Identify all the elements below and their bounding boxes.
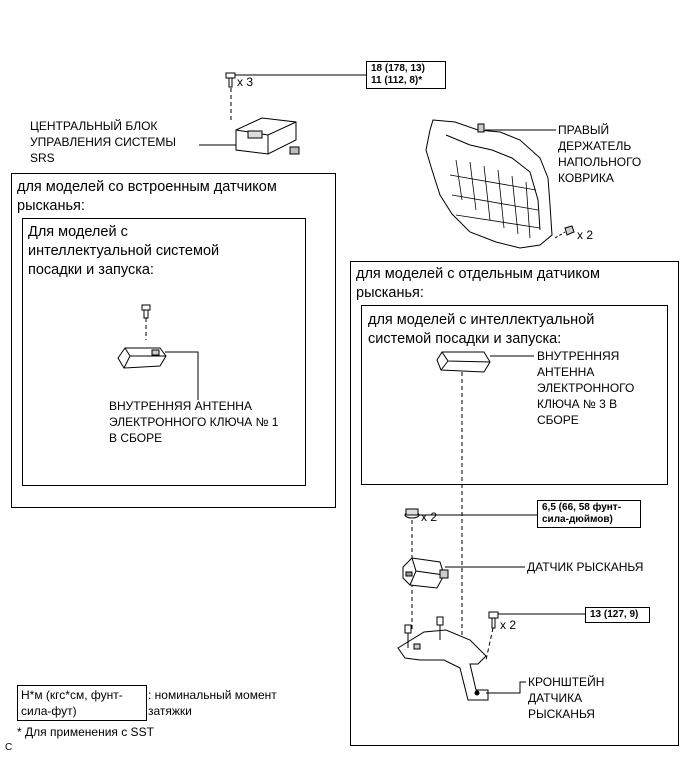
yaw-sensor-label: ДАТЧИК РЫСКАНЬЯ [527, 560, 644, 574]
torque-nuts-line1: 6,5 (66, 58 фунт- [542, 502, 622, 513]
antenna-3-label-line4: КЛЮЧА № 3 В [537, 397, 618, 411]
torque-spec-bracket: 13 (127, 9) [585, 607, 650, 623]
torque-nuts-line2: сила-дюймов) [542, 514, 613, 525]
smart-key-left-heading-line1: Для моделей с [28, 224, 128, 240]
torque-spec-top: 18 (178, 13) 11 (112, 8)* [366, 61, 446, 89]
box-smart-key-right-heading: для моделей с интеллектуальной системой … [368, 311, 594, 349]
antenna-3-icon [436, 351, 491, 373]
holder-label-line2: ДЕРЖАТЕЛЬ [558, 139, 632, 153]
nut-quantity: x 2 [421, 510, 438, 524]
legend-unit-line1: Н*м (кгс*см, фунт- [21, 688, 123, 702]
holder-label-line4: КОВРИКА [558, 171, 614, 185]
box-smart-key-left-heading: Для моделей с интеллектуальной системой … [28, 223, 219, 280]
separate-heading-line1: для моделей с отдельным датчиком [356, 266, 600, 282]
smart-key-left-heading-line3: посадки и запуска: [28, 262, 154, 278]
bracket-label-line3: РЫСКАНЬЯ [528, 707, 595, 721]
bracket-icon [397, 616, 489, 701]
box-integrated-heading: для моделей со встроенным датчиком рыска… [17, 178, 277, 216]
antenna-3-label-line1: ВНУТРЕННЯЯ [537, 349, 620, 363]
torque-top-line2: 11 (112, 8)* [371, 75, 423, 86]
clip-icon [564, 225, 575, 236]
corner-mark: C [5, 742, 13, 753]
smart-key-right-heading-line2: системой посадки и запуска: [368, 331, 562, 347]
antenna-1-label-line3: В СБОРЕ [109, 431, 163, 445]
leader-antenna-1 [165, 351, 199, 400]
antenna-1-label-line1: ВНУТРЕННЯЯ АНТЕННА [109, 399, 252, 413]
legend-description: : номинальный момент затяжки [148, 687, 277, 719]
bracket-label: КРОНШТЕЙН ДАТЧИКА РЫСКАНЬЯ [528, 674, 604, 722]
antenna-3-label-line3: ЭЛЕКТРОННОГО [537, 381, 635, 395]
box-separate-heading: для моделей с отдельным датчиком рыскань… [356, 265, 600, 303]
bracket-label-line2: ДАТЧИКА [528, 691, 583, 705]
holder-label-line3: НАПОЛЬНОГО [558, 155, 642, 169]
torque-top-line1: 18 (178, 13) [371, 63, 425, 74]
top-bolt-icon [225, 72, 236, 88]
box-smart-key-left [22, 218, 306, 486]
sst-note: * Для применения с SST [17, 725, 154, 739]
leader-bracket [486, 681, 526, 694]
srs-label-line2: УПРАВЛЕНИЯ СИСТЕМЫ [30, 135, 177, 149]
legend-unit-box: Н*м (кгс*см, фунт- сила-фут) [17, 685, 147, 721]
legend-desc-line1: : номинальный момент [148, 688, 277, 702]
floor-mat-holder-icon [425, 119, 553, 249]
antenna-1-label-line2: ЭЛЕКТРОННОГО КЛЮЧА № 1 [109, 415, 279, 429]
integrated-heading-line1: для моделей со встроенным датчиком [17, 179, 277, 195]
antenna-3-label-line5: СБОРЕ [537, 413, 579, 427]
smart-key-left-heading-line2: интеллектуальной системой [28, 243, 220, 259]
bracket-bolt-icon [488, 611, 499, 629]
box-separate-yaw-sensor [350, 261, 679, 746]
srs-unit-label: ЦЕНТРАЛЬНЫЙ БЛОК УПРАВЛЕНИЯ СИСТЕМЫ SRS [30, 118, 176, 166]
legend-unit-line2: сила-фут) [21, 704, 77, 718]
antenna-3-label-line2: АНТЕННА [537, 365, 595, 379]
srs-label-line1: ЦЕНТРАЛЬНЫЙ БЛОК [30, 119, 158, 133]
separate-heading-line2: рысканья: [356, 285, 424, 301]
smart-key-right-heading-line1: для моделей с интеллектуальной [368, 312, 595, 328]
clip-quantity: x 2 [577, 228, 594, 242]
antenna-1-label: ВНУТРЕННЯЯ АНТЕННА ЭЛЕКТРОННОГО КЛЮЧА № … [109, 398, 278, 446]
integrated-heading-line2: рысканья: [17, 198, 85, 214]
srs-label-line3: SRS [30, 151, 55, 165]
srs-module-icon [235, 117, 300, 155]
antenna-3-label: ВНУТРЕННЯЯ АНТЕННА ЭЛЕКТРОННОГО КЛЮЧА № … [537, 348, 634, 428]
box-integrated-yaw-sensor [11, 173, 336, 508]
floor-mat-holder-label: ПРАВЫЙ ДЕРЖАТЕЛЬ НАПОЛЬНОГО КОВРИКА [558, 122, 641, 186]
top-bolt-quantity: x 3 [237, 75, 254, 89]
bracket-bolt-quantity: x 2 [500, 618, 517, 632]
box-smart-key-right [361, 305, 668, 485]
torque-spec-nuts: 6,5 (66, 58 фунт- сила-дюймов) [537, 500, 641, 528]
antenna-1-icon [117, 347, 167, 369]
nut-icon [404, 508, 420, 519]
bracket-label-line1: КРОНШТЕЙН [528, 675, 605, 689]
holder-label-line1: ПРАВЫЙ [558, 123, 610, 137]
legend-desc-line2: затяжки [148, 704, 192, 718]
yaw-sensor-icon [402, 557, 449, 589]
